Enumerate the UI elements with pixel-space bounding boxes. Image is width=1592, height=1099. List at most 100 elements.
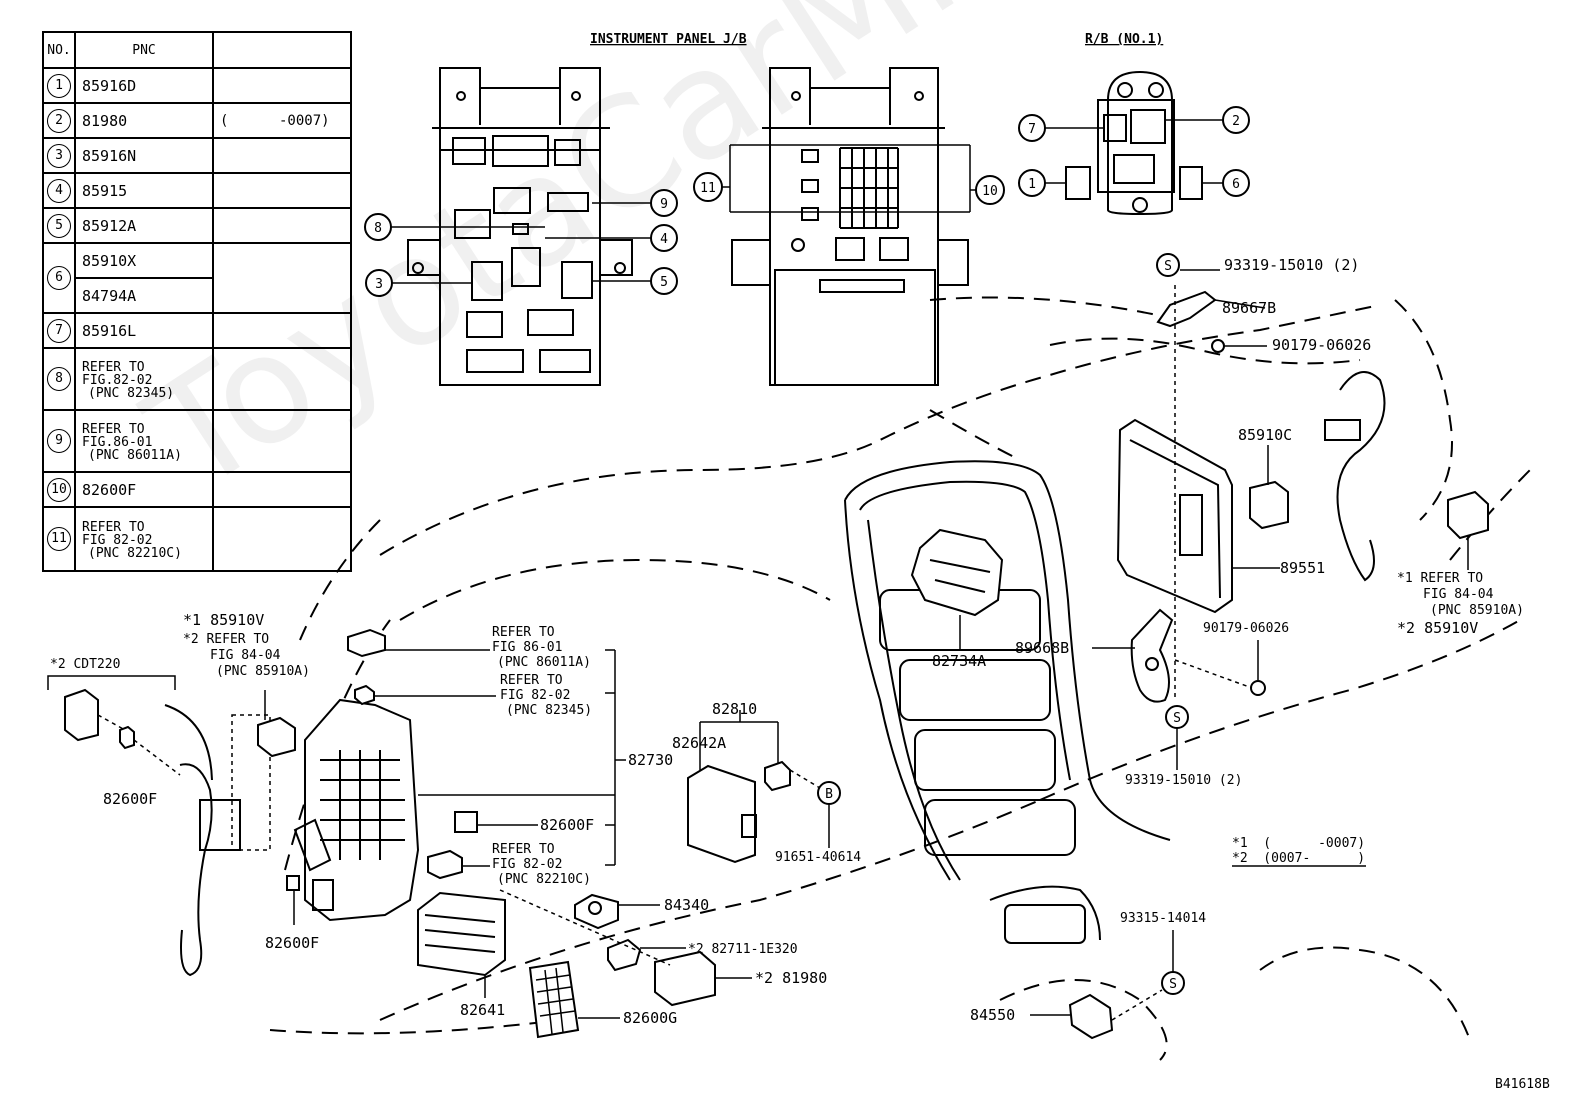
svg-text:S: S	[1169, 977, 1177, 992]
row-number: 2	[47, 108, 71, 133]
pnc-cell: 85915	[74, 172, 214, 209]
row-number: 10	[47, 477, 71, 502]
relay-85910c	[1249, 445, 1289, 530]
junction-block-82730	[293, 698, 420, 922]
svg-text:B: B	[825, 787, 833, 802]
relay-block-no1	[1045, 70, 1223, 216]
right-ref-line: FIG 84-04	[1423, 587, 1494, 602]
label-93319-bottom: 93319-15010 (2)	[1125, 773, 1242, 788]
label-82600f-left: 82600F	[103, 790, 157, 808]
svg-text:S: S	[1164, 259, 1172, 274]
table-row: 4 85915	[42, 172, 352, 209]
refer-cell: REFER TO FIG.82-02 (PNC 82345)	[74, 347, 214, 411]
refer-line: FIG 82-02	[82, 532, 153, 548]
note-cell	[212, 207, 352, 244]
row-number: 8	[47, 367, 71, 391]
svg-text:11: 11	[700, 181, 716, 196]
wire-harness-right-2	[1324, 419, 1361, 441]
table-row: 7 85916L	[42, 312, 352, 349]
left-ref-line: *2 REFER TO	[183, 632, 269, 647]
s-symbol-top: S	[1156, 253, 1180, 277]
label-sheet-82600g	[528, 960, 620, 1039]
center-console	[844, 460, 1171, 944]
wire-harness-right	[1336, 371, 1386, 582]
row-number: 11	[47, 527, 71, 551]
label-89551: 89551	[1280, 559, 1325, 577]
label-93315: 93315-14014	[1120, 911, 1206, 926]
relay-82210c	[427, 849, 490, 880]
ref-note-82345: REFER TO FIG 82-02 (PNC 82345)	[500, 673, 592, 718]
note-cell	[212, 471, 352, 508]
label-91651: 91651-40614	[775, 850, 861, 865]
s-symbol-mid: S	[1165, 705, 1189, 729]
ref-82345-line: (PNC 82345)	[506, 703, 592, 718]
row-number: 5	[47, 213, 71, 238]
refer-line: FIG.86-01	[82, 434, 153, 450]
callout-4: 4	[650, 224, 678, 252]
table-row: 5 85912A	[42, 207, 352, 244]
label-93319-top: 93319-15010 (2)	[1224, 256, 1359, 274]
note-cell	[212, 312, 352, 349]
relay-85910v-right	[1447, 490, 1489, 570]
svg-text:10: 10	[982, 184, 998, 199]
rb-title: R/B (NO.1)	[1085, 32, 1163, 47]
refer-line: (PNC 86011A)	[88, 447, 182, 463]
svg-text:6: 6	[1232, 177, 1240, 192]
right-ref-line: (PNC 85910A)	[1430, 603, 1524, 618]
fuse-82600f-mid	[454, 811, 538, 833]
pnc-cell: 85916N	[74, 137, 214, 174]
table-row: 6 85910X	[42, 242, 352, 314]
label-82600f-bottom: 82600F	[265, 934, 319, 952]
harness-left	[179, 714, 271, 977]
label-82730: 82730	[628, 751, 673, 769]
pnc-cell: 85912A	[74, 207, 214, 244]
relay-86011a	[347, 628, 490, 658]
legend-line: *2 (0007- )	[1232, 851, 1365, 866]
callout-10: 10	[975, 175, 1005, 205]
table-row: 8 REFER TO FIG.82-02 (PNC 82345)	[42, 347, 352, 411]
label-84340: 84340	[664, 896, 709, 914]
row-number: 7	[47, 318, 71, 343]
header-no: NO.	[42, 31, 76, 69]
bracket-89667b	[1156, 269, 1267, 700]
svg-text:8: 8	[374, 221, 382, 236]
row-number: 1	[47, 73, 71, 98]
svg-text:5: 5	[660, 275, 668, 290]
connector-82810	[739, 710, 791, 792]
note-cell	[212, 506, 352, 572]
callout-8: 8	[364, 213, 392, 241]
right-reference-note: *1 REFER TO FIG 84-04 (PNC 85910A) *2 85…	[1397, 571, 1524, 637]
svg-text:3: 3	[375, 277, 383, 292]
relay-82642a	[687, 721, 779, 864]
s-symbol-bottom: S	[1161, 971, 1185, 995]
legend: *1 ( -0007) *2 (0007- )	[1232, 836, 1366, 867]
legend-line: *1 ( -0007)	[1232, 836, 1365, 851]
b-symbol: B	[817, 781, 841, 805]
right-ref-line: *2 85910V	[1397, 619, 1478, 637]
label-81980: *2 81980	[755, 969, 827, 987]
row-number: 3	[47, 143, 71, 168]
header-pnc: PNC	[74, 31, 214, 69]
label-82734a: 82734A	[932, 652, 986, 670]
switch-82734a	[910, 528, 1004, 650]
left-reference-note: *1 85910V *2 REFER TO FIG 84-04 (PNC 859…	[183, 611, 310, 679]
refer-line: REFER TO	[82, 421, 145, 437]
label-89667b: 89667B	[1222, 299, 1276, 317]
pnc-cell: 82600F	[74, 471, 214, 508]
label-82600g: 82600G	[623, 1009, 677, 1027]
callout-5: 5	[650, 267, 678, 295]
refer-cell: REFER TO FIG 82-02 (PNC 82210C)	[74, 506, 214, 572]
label-90179-top: 90179-06026	[1272, 336, 1371, 354]
ref-82210c-line: (PNC 82210C)	[497, 872, 591, 887]
callout-3: 3	[365, 269, 393, 297]
callout-7: 7	[1018, 114, 1046, 142]
ecu-89551	[1116, 418, 1280, 614]
junction-block-front-view	[390, 67, 652, 386]
ref-86011a-line: REFER TO	[492, 625, 555, 640]
right-ref-line: *1 REFER TO	[1397, 571, 1483, 586]
connector-82711	[607, 938, 686, 972]
label-82641: 82641	[460, 1001, 505, 1019]
note-cell	[212, 347, 352, 411]
junction-block-rear-view	[729, 67, 971, 386]
